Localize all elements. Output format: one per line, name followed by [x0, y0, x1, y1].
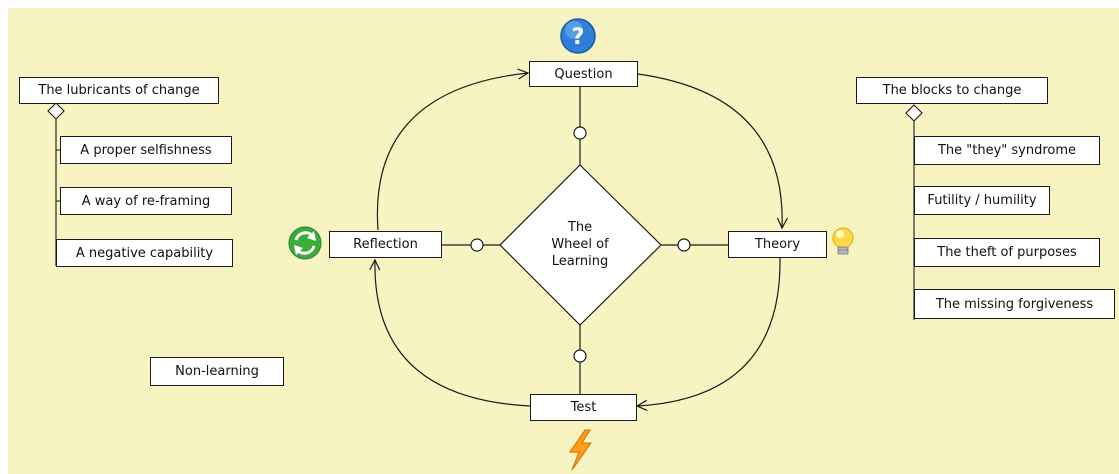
- arrow-reflection-to-question: [376, 73, 528, 231]
- lightbulb-icon: [832, 227, 854, 255]
- blocks-item-2[interactable]: Futility / humility: [914, 186, 1050, 215]
- node-non-learning[interactable]: Non-learning: [150, 357, 284, 386]
- arrow-theory-to-test: [637, 257, 781, 406]
- node-question[interactable]: Question: [529, 61, 638, 87]
- lubricants-item-3[interactable]: A negative capability: [56, 239, 233, 267]
- spoke-test-node: [573, 349, 587, 363]
- wheel-center-diamond[interactable]: [499, 164, 662, 326]
- blocks-item-3[interactable]: The theft of purposes: [914, 238, 1100, 267]
- wheel-center-line-1: The: [567, 220, 593, 235]
- lubricants-item-2[interactable]: A way of re-framing: [60, 187, 232, 215]
- lubricants-title[interactable]: The lubricants of change: [19, 77, 219, 104]
- svg-text:?: ?: [572, 25, 585, 50]
- wheel-center-line-3: Learning: [551, 254, 609, 269]
- node-reflection[interactable]: Reflection: [329, 231, 442, 258]
- wheel-center-line-2: Wheel of: [551, 237, 609, 252]
- lubricants-item-1[interactable]: A proper selfishness: [60, 136, 232, 164]
- arrow-test-to-reflection: [375, 260, 531, 407]
- blocks-item-1[interactable]: The "they" syndrome: [914, 136, 1100, 165]
- refresh-icon: [288, 226, 322, 260]
- lubricants-collapse-handle[interactable]: [47, 102, 65, 120]
- spoke-reflection-node: [470, 238, 484, 252]
- node-test[interactable]: Test: [530, 394, 637, 421]
- node-theory[interactable]: Theory: [728, 231, 827, 258]
- spoke-question-node: [573, 126, 587, 140]
- blocks-collapse-handle[interactable]: [905, 104, 923, 122]
- spoke-theory-node: [677, 238, 691, 252]
- blocks-item-4[interactable]: The missing forgiveness: [914, 289, 1115, 319]
- arrow-question-to-theory: [637, 73, 782, 228]
- blocks-title[interactable]: The blocks to change: [856, 77, 1048, 104]
- lightning-icon: [569, 429, 592, 471]
- help-icon: ?: [560, 18, 596, 54]
- wheel-center-label: The Wheel of Learning: [535, 219, 625, 270]
